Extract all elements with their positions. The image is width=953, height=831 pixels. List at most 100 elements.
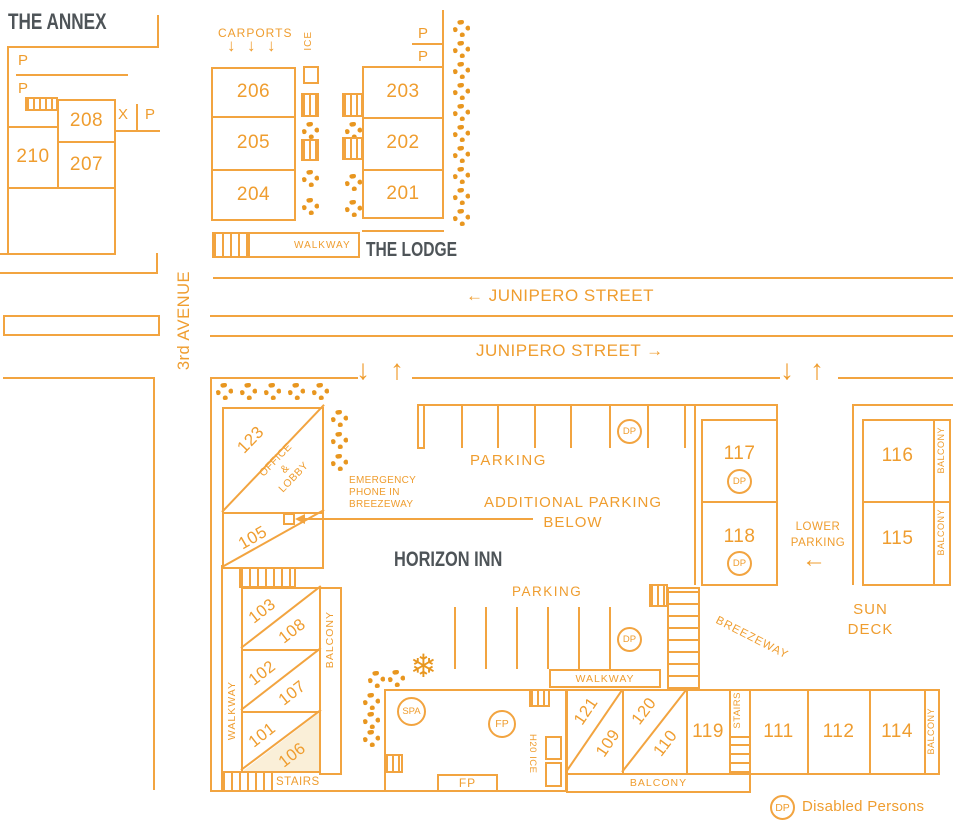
wall-line xyxy=(729,689,731,775)
flower-icon xyxy=(388,670,405,687)
flower-icon xyxy=(302,170,319,187)
stairs-hatch xyxy=(529,689,550,707)
wall-line xyxy=(241,711,321,713)
breezeway-label: BREEZEWAY xyxy=(713,614,791,662)
flower-icon xyxy=(312,383,329,400)
stairs-label: STAIRS xyxy=(276,776,320,788)
pointer-arrowhead-icon xyxy=(295,514,305,524)
flower-icon xyxy=(453,125,470,142)
room-203: 203 xyxy=(386,80,420,102)
parking-stall-line xyxy=(485,607,487,669)
flower-icon xyxy=(331,432,348,449)
stairs-hatch xyxy=(342,93,363,117)
wall-line xyxy=(701,501,778,503)
stairs-hatch xyxy=(239,567,296,588)
room-207: 207 xyxy=(69,154,104,175)
driveway-in-arrow-icon: ↓ xyxy=(356,354,370,385)
curb-line xyxy=(3,377,153,379)
wall-line xyxy=(686,689,688,775)
lower-parking-line: LOWER xyxy=(795,521,841,533)
flower-icon xyxy=(331,410,348,427)
flower-icon xyxy=(453,104,470,121)
lodge-title: THE LODGE xyxy=(366,239,458,261)
room-109: 109 xyxy=(592,726,624,761)
parking-lot-edge xyxy=(776,404,778,421)
flower-icon xyxy=(453,62,470,79)
lodge-west-building xyxy=(211,67,296,221)
flower-icon xyxy=(453,188,470,205)
balcony-outline xyxy=(566,773,751,793)
parking-stall-line xyxy=(547,607,549,669)
balcony-label: BALCONY xyxy=(324,611,336,669)
parking-label: PARKING xyxy=(470,452,547,469)
parking-stall-line xyxy=(570,404,572,448)
carport-arrow-icon: ↓ xyxy=(227,36,236,55)
lodge-east-building xyxy=(362,66,444,219)
flower-icon xyxy=(345,122,362,139)
room-202: 202 xyxy=(386,132,420,153)
wall-line xyxy=(807,689,809,775)
h2o-machine xyxy=(545,736,562,760)
stairs-label: STAIRS xyxy=(732,692,743,729)
room-204: 204 xyxy=(236,184,271,205)
walkway-label: WALKWAY xyxy=(575,672,635,685)
carports-label: CARPORTS xyxy=(218,26,293,40)
wall-line xyxy=(16,74,128,76)
flower-icon xyxy=(368,671,385,688)
parking-spot-label: P xyxy=(418,48,429,65)
disabled-room-badge: DP xyxy=(727,469,752,494)
room-205: 205 xyxy=(236,131,271,153)
flower-icon xyxy=(363,693,380,710)
sun-deck-line: SUN xyxy=(853,601,888,618)
emergency-phone xyxy=(283,513,295,525)
curb-line xyxy=(156,253,158,274)
room-118: 118 xyxy=(723,526,756,547)
ice-machine xyxy=(545,762,562,787)
flower-icon xyxy=(331,454,348,471)
parking-stall-line xyxy=(516,607,518,669)
stairs-hatch xyxy=(342,137,363,160)
wall-line xyxy=(114,99,116,255)
wall-line xyxy=(938,689,940,775)
room-208: 208 xyxy=(69,110,104,131)
wall-line xyxy=(211,169,296,171)
pointer-line xyxy=(299,518,533,520)
flower-icon xyxy=(453,41,470,58)
parking-spot-label: P xyxy=(18,80,29,97)
wall-line xyxy=(362,169,444,171)
driveway-in-arrow-icon: ↓ xyxy=(780,354,794,385)
wall-line xyxy=(622,689,624,775)
flower-icon xyxy=(453,83,470,100)
driveway-out-arrow-icon: ↑ xyxy=(390,354,404,385)
flower-icon xyxy=(345,174,362,191)
wall-line xyxy=(7,46,159,48)
parking-label: PARKING xyxy=(512,584,583,599)
curb-line xyxy=(838,377,953,379)
room-116: 116 xyxy=(881,445,914,466)
flower-icon xyxy=(288,383,305,400)
parking-stall-line xyxy=(497,404,499,448)
emergency-note-line: PHONE IN xyxy=(349,487,400,498)
stairs-hatch xyxy=(25,97,58,111)
street-median xyxy=(3,315,160,336)
ramp-arrow-icon: ← xyxy=(802,546,826,573)
parking-stall-line xyxy=(534,404,536,448)
walkway-label: WALKWAY xyxy=(226,681,238,741)
room-117: 117 xyxy=(723,443,756,464)
flower-icon xyxy=(453,146,470,163)
room-112: 112 xyxy=(822,721,855,742)
wall-line xyxy=(749,689,751,775)
property-boundary xyxy=(852,404,953,406)
wall-line xyxy=(933,419,935,586)
parking-stall-line xyxy=(647,404,649,448)
flower-icon xyxy=(453,209,470,226)
inn-title: HORIZON INN xyxy=(394,548,503,571)
flower-icon xyxy=(363,712,380,729)
walkway-outline xyxy=(549,669,661,688)
parking-stall-line xyxy=(454,607,456,669)
carport-arrow-icon: ↓ xyxy=(267,36,276,55)
flower-icon xyxy=(345,200,362,217)
balcony-label: BALCONY xyxy=(936,427,946,474)
wall-line xyxy=(412,43,442,45)
